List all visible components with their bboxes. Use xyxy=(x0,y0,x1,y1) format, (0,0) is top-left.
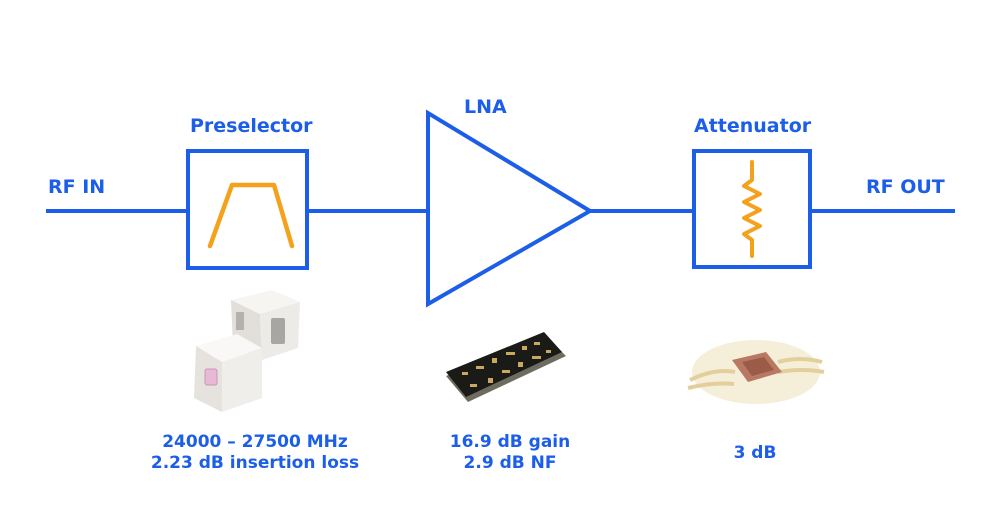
lna-amplifier-triangle xyxy=(426,109,594,308)
attenuator-value: 3 dB xyxy=(733,443,777,463)
preselector-label: Preselector xyxy=(190,115,313,137)
attenuator-component-image xyxy=(687,340,825,404)
bandpass-filter-icon xyxy=(207,182,295,249)
preselector-block xyxy=(186,149,309,270)
rf-out-label: RF OUT xyxy=(866,176,945,198)
resistor-icon xyxy=(742,160,762,258)
preselector-component-image xyxy=(194,290,300,412)
rf-in-label: RF IN xyxy=(48,176,106,198)
preselector-spec: 24000 – 27500 MHz 2.23 dB insertion loss xyxy=(130,432,380,474)
lna-spec: 16.9 dB gain 2.9 dB NF xyxy=(420,432,600,474)
lna-noise-figure: 2.9 dB NF xyxy=(463,453,557,473)
lna-gain: 16.9 dB gain xyxy=(449,432,571,452)
attenuator-spec: 3 dB xyxy=(690,443,820,464)
attenuator-label: Attenuator xyxy=(694,115,812,137)
preselector-frequency-range: 24000 – 27500 MHz xyxy=(162,432,348,452)
preselector-insertion-loss: 2.23 dB insertion loss xyxy=(150,453,360,473)
lna-label: LNA xyxy=(464,96,507,118)
lna-component-image xyxy=(446,332,566,402)
